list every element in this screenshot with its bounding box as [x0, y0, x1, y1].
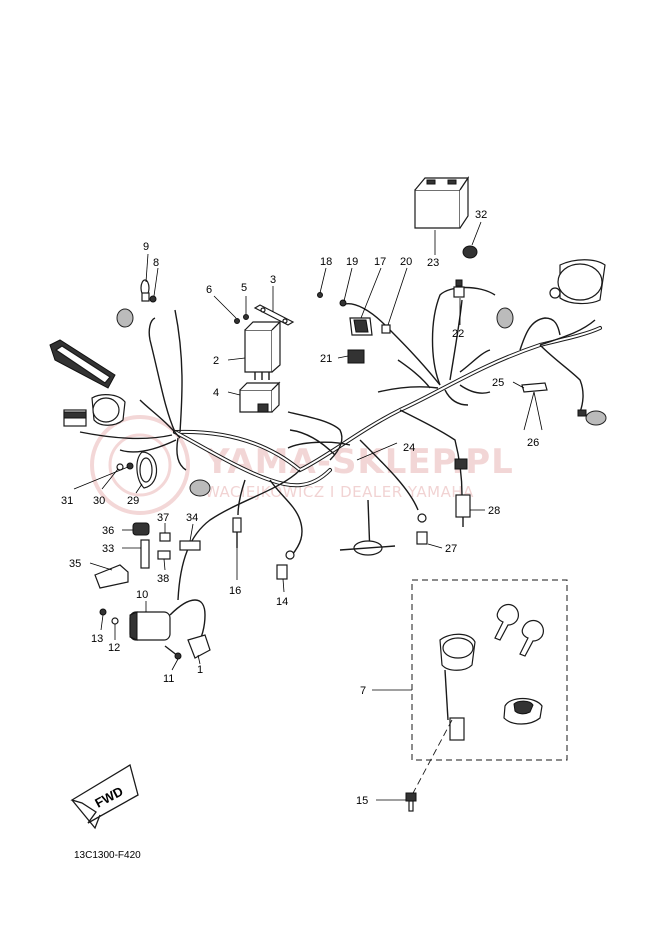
screw-15[interactable]	[405, 792, 417, 812]
callout-17: 17	[374, 256, 386, 268]
callout-38: 38	[157, 573, 169, 585]
part-18-19[interactable]	[317, 292, 347, 307]
callout-11: 11	[163, 673, 174, 685]
callout-20: 20	[400, 256, 412, 268]
cdi-unit-2[interactable]	[244, 320, 282, 380]
callout-9: 9	[143, 241, 149, 253]
callout-34: 34	[186, 512, 198, 524]
wire-harness	[79, 286, 602, 601]
callout-15: 15	[356, 795, 368, 807]
bracket-20[interactable]	[381, 324, 391, 334]
fuse-holder-22[interactable]	[453, 279, 465, 298]
callout-23: 23	[427, 257, 439, 269]
callout-32: 32	[475, 209, 487, 221]
callout-13: 13	[91, 633, 103, 645]
turn-signal-right	[496, 307, 607, 426]
headlight	[549, 259, 606, 305]
ignition-coil-10[interactable]	[129, 599, 206, 646]
stand-switch	[339, 499, 396, 556]
watermark-line2: WACIEJKOWICZ I DEALER YAMAHA	[205, 483, 474, 501]
callout-24: 24	[403, 442, 415, 454]
meter-assembly	[49, 308, 134, 427]
sensor-27[interactable]	[416, 513, 428, 545]
callout-16: 16	[229, 585, 241, 597]
rubber-grommet	[189, 479, 211, 497]
bolt-30-31[interactable]	[116, 462, 134, 471]
key-set-7[interactable]	[411, 579, 568, 761]
sensor-14[interactable]	[276, 550, 295, 580]
relay-4[interactable]	[239, 381, 281, 413]
flasher-relay-17[interactable]	[349, 317, 373, 336]
callout-5: 5	[241, 282, 247, 294]
callout-35: 35	[69, 558, 81, 570]
callout-2: 2	[213, 355, 219, 367]
callout-25: 25	[492, 377, 504, 389]
callout-37: 37	[157, 512, 169, 524]
callout-28: 28	[488, 505, 500, 517]
bulb-socket-9[interactable]	[140, 279, 150, 302]
battery[interactable]	[414, 176, 470, 229]
callout-26: 26	[527, 437, 539, 449]
callout-21: 21	[320, 353, 332, 365]
horn-29[interactable]	[136, 451, 158, 489]
callout-18: 18	[320, 256, 332, 268]
key-leader-dash	[411, 719, 453, 796]
sensor-28[interactable]	[454, 458, 471, 527]
callout-14: 14	[276, 596, 288, 608]
callout-22: 22	[452, 328, 464, 340]
parts-33-38[interactable]	[94, 522, 201, 589]
plug-cap-1[interactable]	[187, 634, 211, 659]
callout-36: 36	[102, 525, 114, 537]
callout-1: 1	[197, 664, 203, 676]
callout-6: 6	[206, 284, 212, 296]
fwd-arrow: FWD	[70, 763, 139, 830]
callout-3: 3	[270, 274, 276, 286]
callout-4: 4	[213, 387, 219, 399]
callout-7: 7	[360, 685, 366, 697]
callout-12: 12	[108, 642, 120, 654]
bracket-25[interactable]	[521, 382, 548, 393]
callout-10: 10	[136, 589, 148, 601]
screws-5-6[interactable]	[234, 314, 249, 324]
bracket-3[interactable]	[253, 304, 295, 326]
callout-8: 8	[153, 257, 159, 269]
callout-19: 19	[346, 256, 358, 268]
leader-lines	[73, 221, 543, 801]
callout-labels: 1 2 3 4 5 6 7 8 9 10 11 12 13 14 15 16 1…	[61, 209, 539, 807]
callout-33: 33	[102, 543, 114, 555]
callout-29: 29	[127, 495, 139, 507]
callout-31: 31	[61, 495, 73, 507]
callout-27: 27	[445, 543, 457, 555]
diagram-code: 13C1300-F420	[74, 850, 141, 861]
relay-21[interactable]	[347, 349, 365, 364]
cable-16[interactable]	[232, 517, 242, 548]
callout-30: 30	[93, 495, 105, 507]
battery-cap-32[interactable]	[462, 245, 478, 259]
bulb-8[interactable]	[149, 295, 157, 303]
